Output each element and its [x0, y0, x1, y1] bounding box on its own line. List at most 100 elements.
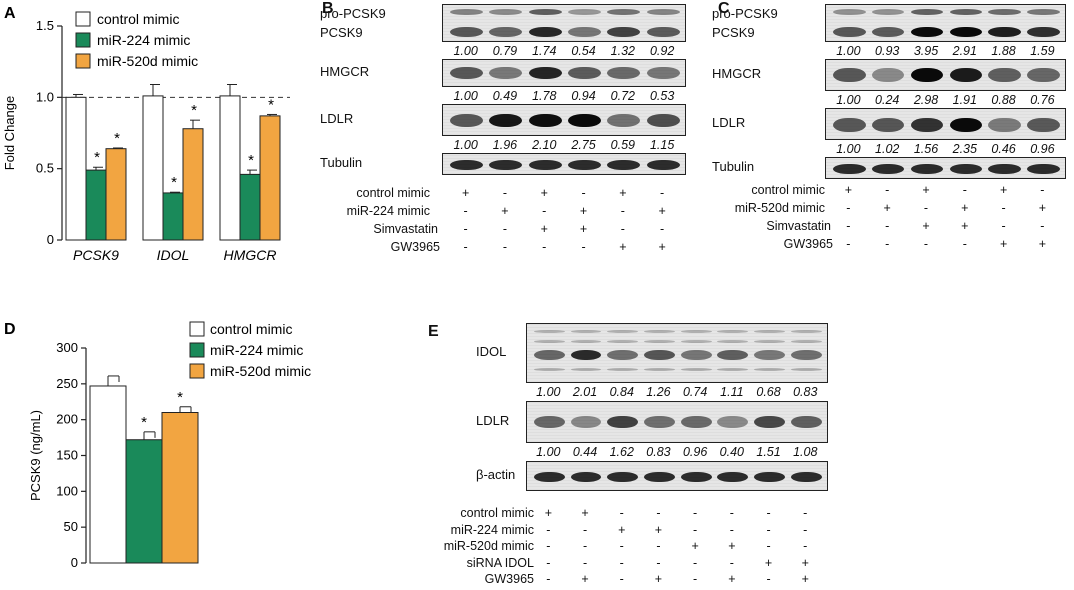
- condition-sign: -: [729, 506, 734, 520]
- condition-sign: -: [619, 539, 624, 553]
- bar: [162, 192, 184, 241]
- band: [646, 27, 680, 37]
- x-tick-label: HMGCR: [224, 247, 277, 263]
- band: [949, 164, 983, 174]
- band: [871, 9, 905, 15]
- band: [489, 67, 523, 79]
- condition-sign: +: [619, 240, 627, 254]
- condition-sign: -: [693, 506, 698, 520]
- band: [528, 67, 562, 79]
- band: [871, 164, 905, 174]
- significance-marker: *: [171, 174, 177, 191]
- condition-label: Simvastatin: [766, 219, 831, 233]
- band: [570, 350, 602, 360]
- blot-texture: [826, 5, 1065, 41]
- quantification-value: 0.24: [875, 93, 900, 107]
- quantification-value: 0.72: [610, 89, 636, 103]
- legend-swatch: [189, 342, 205, 358]
- blot-image: [442, 4, 686, 42]
- band: [988, 27, 1021, 37]
- condition-label: GW3965: [783, 237, 833, 251]
- band: [489, 9, 523, 15]
- y-tick-label: 1.5: [36, 18, 54, 33]
- condition-sign: -: [581, 240, 586, 254]
- legend-label: control mimic: [97, 11, 179, 27]
- condition-sign: -: [582, 555, 588, 570]
- quantification-value: 2.91: [952, 44, 977, 58]
- quantification-value: 1.00: [836, 44, 861, 58]
- blot-label: HMGCR: [320, 64, 370, 79]
- significance-marker: *: [248, 152, 254, 169]
- band: [833, 164, 866, 174]
- condition-sign: +: [844, 183, 853, 197]
- band: [717, 416, 749, 428]
- blot-label: LDLR: [712, 115, 746, 130]
- quantification-value: 0.92: [649, 44, 675, 58]
- band: [949, 68, 983, 82]
- condition-sign: -: [846, 237, 851, 251]
- band: [533, 350, 565, 360]
- band: [644, 330, 675, 333]
- condition-label: control mimic: [751, 183, 825, 197]
- quantification-value: 0.83: [646, 445, 671, 459]
- legend-label: miR-224 mimic: [210, 342, 303, 358]
- condition-sign: -: [766, 539, 771, 553]
- y-tick-label: 50: [64, 519, 78, 534]
- condition-sign: +: [501, 204, 509, 218]
- band: [717, 350, 749, 360]
- condition-sign: +: [658, 240, 666, 254]
- band: [790, 340, 822, 343]
- significance-marker: *: [177, 389, 183, 406]
- condition-sign: +: [801, 572, 809, 586]
- band: [607, 472, 639, 482]
- band: [607, 67, 641, 79]
- quantification-value: 0.79: [492, 44, 518, 58]
- band: [833, 118, 866, 132]
- condition-sign: -: [1040, 219, 1045, 233]
- quantification-value: 1.74: [532, 44, 557, 58]
- condition-sign: -: [660, 186, 665, 200]
- quantification-value: 0.59: [610, 138, 636, 152]
- condition-sign: -: [766, 522, 771, 537]
- condition-sign: +: [1038, 201, 1047, 215]
- condition-sign: -: [463, 240, 468, 254]
- band: [754, 350, 785, 360]
- condition-sign: -: [656, 555, 661, 570]
- condition-sign: -: [546, 572, 551, 586]
- band: [717, 472, 749, 482]
- condition-sign: -: [502, 186, 508, 200]
- bar: [85, 169, 107, 241]
- blot-label: PCSK9: [712, 25, 755, 40]
- condition-sign: -: [656, 539, 661, 553]
- y-tick-label: 200: [56, 412, 78, 427]
- significance-marker: *: [94, 149, 100, 166]
- band: [528, 160, 562, 170]
- condition-sign: -: [923, 201, 929, 215]
- blot-texture: [443, 105, 685, 135]
- band: [988, 9, 1021, 15]
- legend-label: control mimic: [210, 321, 292, 337]
- band: [910, 118, 944, 132]
- band: [833, 27, 866, 37]
- blot-texture: [443, 60, 685, 86]
- quantification-value: 0.88: [991, 93, 1016, 107]
- quantification-value: 2.75: [571, 138, 596, 152]
- quantification-value: 1.56: [913, 142, 939, 156]
- blot-label: LDLR: [320, 111, 354, 126]
- band: [607, 330, 639, 333]
- x-tick-label: IDOL: [157, 247, 190, 263]
- band: [533, 330, 565, 333]
- panel-label: C: [718, 0, 730, 17]
- band: [607, 160, 641, 170]
- legend-swatch: [75, 32, 91, 48]
- blot-label: β-actin: [476, 467, 516, 482]
- band: [949, 9, 983, 15]
- band: [717, 330, 749, 333]
- quantification-value: 1.26: [646, 385, 671, 399]
- condition-sign: -: [693, 555, 698, 570]
- condition-label: GW3965: [390, 240, 440, 254]
- band: [533, 472, 565, 482]
